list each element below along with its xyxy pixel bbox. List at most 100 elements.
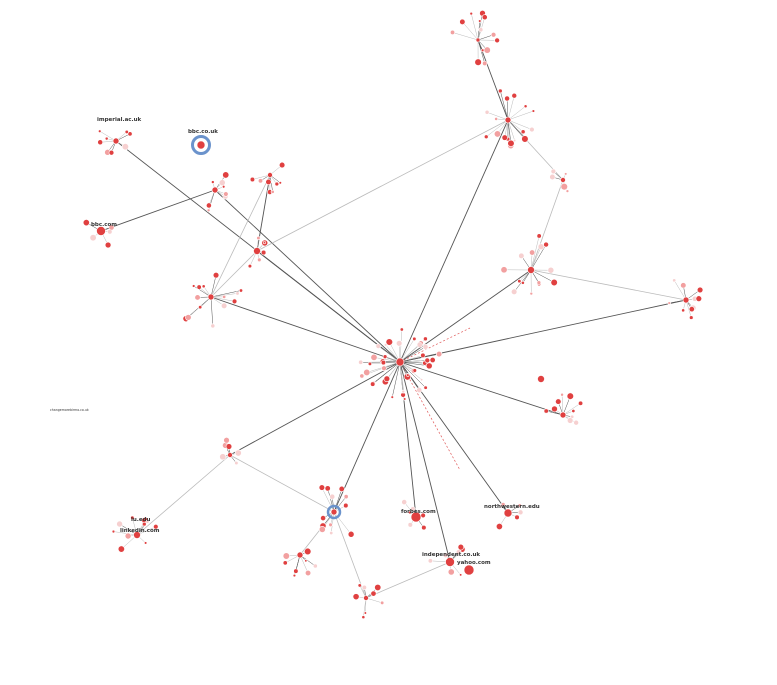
satellite-node[interactable] <box>257 257 262 263</box>
satellite-node[interactable] <box>270 189 275 194</box>
satellite-node[interactable] <box>478 27 484 33</box>
satellite-node[interactable] <box>555 398 562 405</box>
satellite-node[interactable] <box>520 129 526 135</box>
satellite-node[interactable] <box>380 360 387 366</box>
hub-node-ne[interactable] <box>504 116 512 124</box>
satellite-node[interactable] <box>218 179 226 187</box>
satellite-node[interactable] <box>459 573 463 577</box>
satellite-node[interactable] <box>406 373 410 377</box>
satellite-node[interactable] <box>98 129 102 133</box>
satellite-node[interactable] <box>82 219 90 227</box>
satellite-node[interactable] <box>478 19 482 23</box>
satellite-node[interactable] <box>127 131 133 137</box>
satellite-node[interactable] <box>423 385 428 390</box>
satellite-node[interactable] <box>493 130 502 138</box>
satellite-node[interactable] <box>551 405 558 413</box>
satellite-node[interactable] <box>401 389 406 394</box>
satellite-node[interactable] <box>367 361 372 366</box>
satellite-node[interactable] <box>564 172 568 176</box>
satellite-node[interactable] <box>210 323 216 329</box>
satellite-node[interactable] <box>361 615 366 620</box>
satellite-node[interactable] <box>483 134 489 140</box>
satellite-node[interactable] <box>504 95 510 102</box>
satellite-node[interactable] <box>382 354 388 359</box>
satellite-node[interactable] <box>550 168 557 175</box>
satellite-node[interactable] <box>529 249 536 256</box>
hub-node-forbes[interactable] <box>410 511 422 523</box>
satellite-node[interactable] <box>410 506 416 512</box>
satellite-node[interactable] <box>329 493 336 500</box>
satellite-node[interactable] <box>111 529 116 534</box>
hub-node-bbc[interactable] <box>196 140 206 150</box>
satellite-node[interactable] <box>560 182 568 191</box>
satellite-node[interactable] <box>474 58 482 66</box>
hub-node-sw[interactable] <box>227 452 233 458</box>
satellite-node[interactable] <box>221 185 226 189</box>
satellite-node[interactable] <box>571 409 576 413</box>
satellite-node[interactable] <box>363 368 371 377</box>
satellite-node[interactable] <box>494 37 500 44</box>
satellite-node[interactable] <box>422 343 429 350</box>
satellite-node[interactable] <box>536 233 542 239</box>
hub-node-farEast[interactable] <box>682 296 690 304</box>
satellite-node[interactable] <box>359 373 365 379</box>
satellite-node[interactable] <box>549 173 556 181</box>
satellite-node[interactable] <box>578 400 584 406</box>
satellite-node[interactable] <box>442 552 449 558</box>
satellite-node[interactable] <box>231 298 238 305</box>
hub-node-topCl[interactable] <box>475 37 481 43</box>
satellite-node[interactable] <box>194 294 201 301</box>
satellite-node[interactable] <box>566 417 574 424</box>
satellite-node[interactable] <box>238 288 243 293</box>
highlight-ring-hub-south[interactable] <box>326 504 342 520</box>
satellite-node[interactable] <box>483 46 491 54</box>
satellite-node[interactable] <box>206 208 211 213</box>
satellite-node[interactable] <box>370 590 377 597</box>
satellite-node[interactable] <box>312 563 318 569</box>
satellite-node[interactable] <box>185 314 192 321</box>
satellite-node[interactable] <box>501 134 508 141</box>
satellite-node[interactable] <box>370 381 376 387</box>
satellite-node[interactable] <box>412 368 417 373</box>
satellite-node[interactable] <box>550 278 558 287</box>
satellite-node[interactable] <box>695 295 703 302</box>
satellite-node[interactable] <box>403 397 407 401</box>
satellite-node[interactable] <box>153 524 159 530</box>
satellite-node[interactable] <box>427 558 433 564</box>
satellite-node[interactable] <box>425 362 433 370</box>
satellite-node[interactable] <box>511 288 518 295</box>
satellite-node[interactable] <box>329 530 334 535</box>
satellite-node[interactable] <box>399 327 404 332</box>
satellite-node[interactable] <box>282 552 290 560</box>
satellite-node[interactable] <box>680 282 687 289</box>
satellite-node[interactable] <box>469 11 473 16</box>
satellite-node[interactable] <box>435 350 443 358</box>
satellite-node[interactable] <box>304 559 308 563</box>
satellite-node[interactable] <box>490 32 497 38</box>
hub-node-nwst[interactable] <box>503 508 513 518</box>
satellite-node[interactable] <box>357 583 362 588</box>
satellite-node[interactable] <box>385 338 393 346</box>
satellite-node[interactable] <box>130 515 135 520</box>
satellite-node[interactable] <box>324 485 331 492</box>
satellite-node[interactable] <box>222 171 230 179</box>
satellite-node[interactable] <box>97 139 104 146</box>
satellite-node[interactable] <box>547 266 555 274</box>
satellite-node[interactable] <box>211 180 215 184</box>
satellite-node[interactable] <box>247 263 253 269</box>
satellite-node[interactable] <box>89 234 97 242</box>
satellite-node[interactable] <box>108 149 115 156</box>
satellite-node[interactable] <box>420 378 424 382</box>
satellite-node[interactable] <box>484 109 490 115</box>
satellite-node[interactable] <box>696 286 704 294</box>
satellite-node[interactable] <box>124 129 129 134</box>
satellite-node[interactable] <box>380 600 385 605</box>
satellite-node[interactable] <box>560 392 564 397</box>
hub-node-nw[interactable] <box>112 137 120 145</box>
satellite-node[interactable] <box>390 395 394 399</box>
satellite-node[interactable] <box>447 568 455 576</box>
satellite-node[interactable] <box>219 453 227 461</box>
satellite-node[interactable] <box>688 306 695 313</box>
satellite-node[interactable] <box>352 593 360 601</box>
